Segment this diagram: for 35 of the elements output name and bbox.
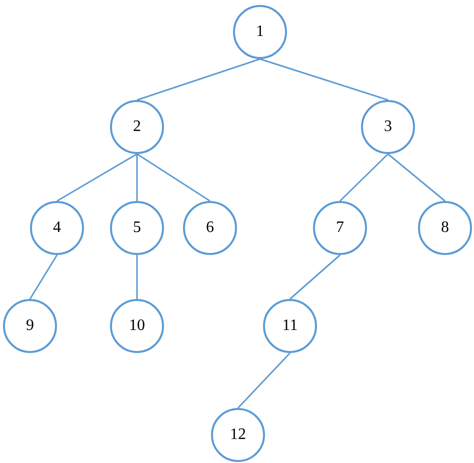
circle-node [263, 299, 317, 353]
connector-line [136, 58, 260, 101]
circle-node [30, 201, 84, 255]
circle-node [361, 100, 415, 154]
circle-node [110, 201, 164, 255]
connector-line [136, 255, 138, 299]
node-label: 4 [53, 219, 61, 237]
circle-node [183, 201, 237, 255]
circle-node [110, 299, 164, 353]
node-label: 11 [282, 317, 298, 335]
circle-node [418, 201, 472, 255]
node-label: 1 [256, 23, 264, 41]
connector-line [237, 352, 291, 409]
connector-line [388, 153, 446, 202]
connector-line [56, 153, 138, 202]
node-label: 8 [441, 219, 449, 237]
circle-node [3, 299, 57, 353]
connector-line [29, 254, 58, 300]
node-label: 10 [129, 317, 145, 335]
node-label: 7 [336, 219, 344, 237]
node-label: 3 [384, 118, 392, 136]
node-label: 12 [230, 426, 246, 444]
node-label: 9 [26, 317, 34, 335]
connector-line [339, 153, 389, 202]
node-label: 2 [133, 118, 141, 136]
circle-node [110, 100, 164, 154]
circle-node [233, 5, 287, 59]
node-label: 6 [206, 219, 214, 237]
connector-line [136, 153, 210, 202]
circle-node [313, 201, 367, 255]
connector-line [260, 58, 388, 101]
circle-node [211, 408, 265, 462]
connector-line [136, 154, 138, 201]
node-label: 5 [133, 219, 141, 237]
connector-line [290, 254, 340, 300]
